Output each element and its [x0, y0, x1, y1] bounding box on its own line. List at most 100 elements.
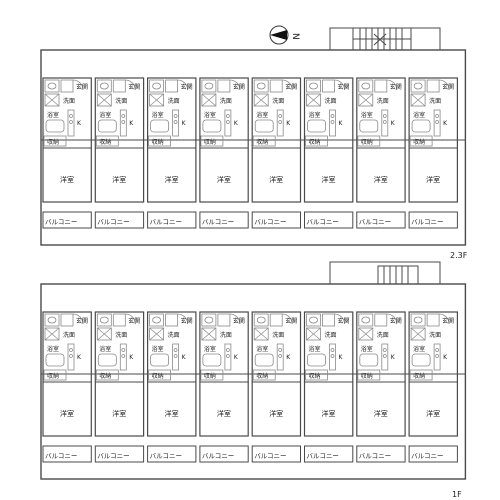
storage-box	[95, 135, 119, 147]
kitchen-counter	[224, 109, 232, 137]
washer-box	[44, 327, 60, 341]
washer-box	[253, 327, 269, 341]
kitchen-label: K	[339, 120, 344, 127]
bathtub-icon	[254, 353, 274, 367]
balcony-box	[408, 211, 458, 229]
entrance-door-swing	[125, 79, 136, 91]
shoe-box	[374, 313, 388, 327]
bath-label: 浴室	[47, 111, 59, 119]
storage-box	[95, 369, 119, 381]
storage-box	[43, 369, 67, 381]
entrance-door-swing	[125, 313, 136, 325]
toilet-box	[149, 313, 165, 327]
bathtub-icon	[359, 119, 379, 133]
washer-cross	[410, 327, 426, 341]
bathtub-icon	[97, 119, 117, 133]
storage-label: 収納	[47, 138, 59, 146]
toilet-icon	[309, 316, 318, 324]
shoe-box	[112, 79, 126, 93]
shoe-box	[322, 313, 335, 327]
unit-outline	[199, 77, 249, 203]
toilet-box	[306, 79, 321, 93]
unit-outline	[147, 77, 197, 203]
bath-label: 浴室	[152, 111, 164, 119]
toilet-box	[149, 79, 165, 93]
washer-box	[358, 93, 374, 107]
bath-label: 浴室	[256, 345, 268, 353]
kitchen-counter	[119, 109, 127, 137]
washer-box	[149, 327, 165, 341]
unit-outline	[356, 311, 406, 437]
entrance-door-swing	[177, 313, 188, 325]
washer-box	[410, 327, 426, 341]
storage-label: 収納	[309, 372, 321, 380]
entrance-label: 玄関	[128, 317, 140, 325]
storage-box	[409, 135, 433, 147]
kitchen-label: K	[391, 354, 396, 361]
balcony-label: バルコニー	[359, 218, 391, 226]
storage-label: 収納	[413, 138, 425, 146]
washroom-label: 洗面	[272, 331, 284, 339]
western-room-label: 洋室	[165, 409, 179, 418]
bathtub-icon	[411, 353, 431, 367]
entrance-label: 玄関	[390, 83, 402, 91]
kitchen-label: K	[234, 120, 239, 127]
bathtub-icon	[307, 353, 326, 367]
stove-icon	[69, 354, 73, 358]
washroom-label: 洗面	[429, 331, 441, 339]
kitchen-label: K	[443, 354, 448, 361]
bathtub-icon	[359, 353, 379, 367]
kitchen-label: K	[339, 354, 344, 361]
washer-cross	[149, 93, 164, 107]
stove-icon	[69, 114, 73, 118]
storage-label: 収納	[361, 138, 373, 146]
bath-label: 浴室	[152, 345, 164, 353]
storage-label: 収納	[204, 372, 216, 380]
stove-icon	[278, 120, 283, 124]
stove-icon	[173, 120, 178, 124]
washer-cross	[358, 327, 374, 341]
bathtub-icon	[254, 119, 274, 133]
balcony-label: バルコニー	[202, 452, 234, 460]
entrance-door-swing	[72, 313, 84, 325]
balcony-box	[356, 445, 406, 463]
balcony-box	[199, 211, 249, 229]
entrance-label: 玄関	[233, 83, 245, 91]
stove-icon	[121, 114, 126, 118]
unit-outline	[408, 77, 459, 203]
shoe-box	[322, 79, 335, 93]
kitchen-label: K	[129, 120, 134, 127]
balcony-box	[251, 445, 301, 463]
bath-label: 浴室	[47, 345, 59, 353]
bathtub-icon	[202, 353, 222, 367]
balcony-label: バルコニー	[254, 452, 286, 460]
toilet-box	[306, 313, 321, 327]
washer-box	[253, 93, 269, 107]
washer-cross	[97, 327, 112, 341]
washroom-label: 洗面	[168, 331, 180, 339]
storage-label: 収納	[309, 138, 321, 146]
bath-label: 浴室	[204, 111, 216, 119]
toilet-box	[201, 313, 217, 327]
stove-icon	[278, 348, 283, 352]
washroom-label: 洗面	[63, 331, 75, 339]
storage-box	[200, 135, 224, 147]
entrance-door-swing	[386, 79, 398, 91]
washer-cross	[97, 93, 112, 107]
bath-label: 浴室	[99, 345, 111, 353]
toilet-icon	[99, 316, 109, 324]
kitchen-label: K	[129, 354, 134, 361]
balcony-box	[356, 211, 406, 229]
toilet-box	[358, 313, 374, 327]
bath-label: 浴室	[361, 345, 373, 353]
stove-icon	[173, 114, 178, 118]
entrance-door-swing	[282, 79, 293, 91]
entrance-door-swing	[229, 313, 241, 325]
kitchen-label: K	[391, 120, 396, 127]
stove-icon	[330, 354, 335, 358]
kitchen-counter	[67, 343, 75, 371]
washroom-label: 洗面	[168, 97, 180, 105]
kitchen-counter	[172, 343, 180, 371]
